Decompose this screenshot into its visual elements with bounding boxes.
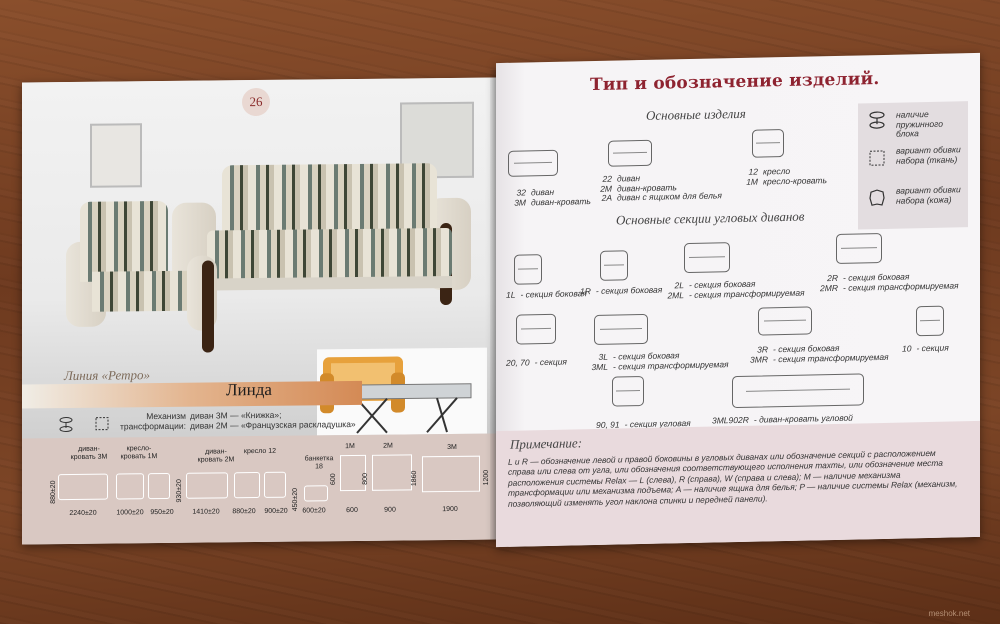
dim-title-4: диван-кровать 2М: [197, 448, 235, 464]
scheme-2-top: 2М: [383, 442, 393, 450]
corner-item-10: 10- секция: [902, 342, 949, 354]
dim-width-5: 880±20: [232, 508, 256, 516]
sofa-bed-illustration: [320, 356, 472, 434]
chair-back: [80, 200, 168, 282]
fabric-upholstery-icon: [868, 149, 885, 166]
mechanism-value-2: диван 2М — «Французская раскладушка»: [190, 418, 356, 431]
sofa-32-sketch: [508, 149, 558, 177]
transformation-label: трансформации:: [119, 420, 186, 432]
legend-leather: вариант обивки набора (кожа): [896, 184, 961, 206]
chair-12-figure: [234, 471, 260, 499]
dim-width-4: 1410±20: [192, 508, 220, 516]
scheme-2-side: 800: [362, 473, 369, 485]
corner-item-2r: 2R- секция боковая 2MR- секция трансформ…: [820, 271, 959, 293]
section-90-sketch: [612, 375, 644, 407]
page-title: Тип и обозначение изделий.: [590, 69, 880, 96]
corner-sections-header: Основные секции угловых диванов: [616, 208, 805, 228]
chair-side-figure: [148, 472, 170, 500]
scheme-3-top: 3М: [447, 443, 457, 452]
sofa-3m-figure: [58, 473, 108, 501]
page-number: 26: [242, 87, 270, 117]
chair-seat: [92, 270, 202, 312]
note-title: Примечание:: [510, 435, 583, 452]
fabric-upholstery-icon: [94, 416, 110, 432]
section-2l-sketch: [684, 242, 730, 274]
section-10-sketch: [916, 305, 944, 337]
notes-panel: Примечание: L и R — обозначение левой и …: [496, 420, 980, 548]
corner-item-20-70: 20, 70- секция: [506, 356, 567, 368]
dim-title-2: кресло-кровать 1М: [120, 445, 158, 461]
section-3l-sketch: [594, 313, 648, 346]
scheme-2-bottom: 900: [384, 506, 396, 514]
section-20-sketch: [516, 313, 556, 345]
section-3r-sketch: [758, 306, 812, 336]
note-text: L и R — обозначение левой и правой боков…: [508, 447, 958, 509]
scheme-3m: [422, 455, 480, 493]
scheme-1-top: 1М: [345, 442, 355, 451]
legend-fabric: вариант обивки набора (ткань): [896, 144, 961, 166]
chair-arm-wood: [202, 260, 214, 353]
legend-panel: наличие пружинного блока вариант обивки …: [858, 101, 968, 230]
sofa-back: [222, 163, 437, 236]
dim-title-5: кресло 12: [243, 447, 277, 456]
corner-item-2l: 2L- секция боковая 2ML- секция трансформ…: [667, 278, 805, 300]
corner-item-1r: 1R- секция боковая: [580, 284, 663, 297]
watermark: meshok.net: [928, 609, 970, 618]
sofa-seat: [207, 227, 452, 281]
right-page: Тип и обозначение изделий. Основные изде…: [496, 52, 980, 548]
legend-spring: наличие пружинного блока: [896, 109, 943, 139]
section-1l-sketch: [514, 254, 542, 285]
product-line-label: Линия «Ретро»: [64, 367, 151, 384]
corner-item-3r: 3R- секция боковая 3MR- секция трансформ…: [750, 342, 889, 365]
model-name-band: [22, 380, 362, 409]
scheme-2m: [372, 454, 412, 491]
dim-height-2: 930±20: [176, 479, 183, 503]
sofa-base: [212, 275, 452, 291]
armchair-12-sketch: [752, 129, 784, 158]
dim-width-7: 600±20: [302, 507, 326, 515]
corner-item-1l: 1L- секция боковая: [506, 288, 587, 300]
corner-item-3l: 3L- секция боковая 3ML- секция трансформ…: [591, 350, 729, 372]
dim-title-1: диван-кровать 3М: [70, 445, 108, 461]
leather-upholstery-icon: [868, 189, 885, 206]
dim-width-1: 2240±20: [69, 509, 97, 517]
corner-sofa-sketch: [732, 373, 864, 409]
scheme-3-side: 1860: [411, 470, 418, 487]
section-2r-sketch: [836, 232, 882, 264]
scheme-1-bottom: 600: [346, 506, 358, 515]
dim-width-3: 950±20: [150, 508, 174, 517]
main-products-header: Основные изделия: [646, 105, 746, 123]
dim-height-1: 880±20: [50, 480, 57, 504]
scheme-3-bottom: 1900: [442, 505, 458, 514]
spring-block-icon: [58, 416, 74, 433]
model-name: Линда: [226, 379, 272, 400]
chair-12-side-figure: [264, 471, 286, 498]
bench-figure: [304, 485, 328, 502]
spring-block-icon: [868, 111, 885, 129]
sofa-2m-figure: [186, 472, 228, 499]
wall-picture-left: [90, 123, 142, 188]
dim-width-6: 900±20: [264, 507, 288, 515]
sofa-22-sketch: [608, 139, 652, 167]
scheme-1-side: 600: [330, 473, 337, 486]
sofa-bed-photo: [317, 347, 487, 436]
dimensions-strip: диван-кровать 3М кресло-кровать 1М диван…: [22, 433, 496, 545]
chair-1m-figure: [116, 473, 144, 500]
section-1r-sketch: [600, 250, 628, 281]
